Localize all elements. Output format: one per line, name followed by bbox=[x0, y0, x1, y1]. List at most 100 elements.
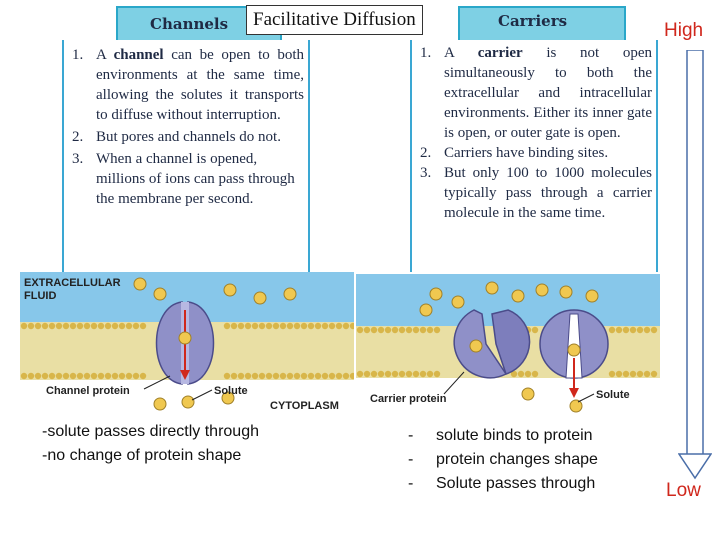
lipid-head bbox=[132, 322, 140, 330]
lipid-head bbox=[412, 370, 420, 378]
lipid-head bbox=[307, 322, 315, 330]
lipid-head bbox=[62, 322, 70, 330]
lipid-head bbox=[405, 326, 413, 334]
lipid-head bbox=[90, 372, 98, 380]
lipid-head bbox=[370, 326, 378, 334]
lipid-head bbox=[230, 372, 238, 380]
carrier-note-1: -solute binds to protein bbox=[408, 427, 593, 444]
carrier-notes: -solute binds to protein -protein change… bbox=[408, 424, 598, 496]
lipid-head bbox=[265, 322, 273, 330]
lipid-head bbox=[76, 372, 84, 380]
lipid-head bbox=[20, 372, 28, 380]
lipid-head bbox=[643, 370, 651, 378]
lipid-head bbox=[286, 372, 294, 380]
lipid-head bbox=[34, 322, 42, 330]
lipid-head bbox=[419, 326, 427, 334]
lipid-head bbox=[377, 370, 385, 378]
lipid-head bbox=[251, 372, 259, 380]
lipid-head bbox=[258, 322, 266, 330]
channel-note-1: -solute passes directly through bbox=[42, 423, 259, 440]
lipid-bilayer bbox=[20, 322, 354, 380]
gradient-arrow bbox=[678, 50, 712, 480]
lipid-head bbox=[104, 322, 112, 330]
lipid-head bbox=[139, 322, 147, 330]
carrier-protein-open-in bbox=[539, 309, 609, 398]
lipid-head bbox=[139, 372, 147, 380]
lipid-head bbox=[517, 370, 525, 378]
lipid-head bbox=[83, 322, 91, 330]
lipid-head bbox=[132, 372, 140, 380]
lipid-head bbox=[615, 326, 623, 334]
lipid-head bbox=[55, 372, 63, 380]
lipid-head bbox=[342, 322, 350, 330]
lipid-head bbox=[426, 370, 434, 378]
channels-panel: 1. A channel can be open to both environ… bbox=[62, 40, 310, 272]
lipid-head bbox=[356, 370, 364, 378]
lipid-head bbox=[62, 372, 70, 380]
lipid-head bbox=[244, 372, 252, 380]
lipid-head bbox=[629, 370, 637, 378]
lipid-head bbox=[433, 370, 441, 378]
lipid-head bbox=[251, 322, 259, 330]
lipid-head bbox=[20, 322, 28, 330]
lipid-head bbox=[125, 372, 133, 380]
channel-note-2: -no change of protein shape bbox=[42, 447, 242, 464]
lipid-head bbox=[223, 322, 231, 330]
carrier-solute-particles bbox=[419, 281, 599, 413]
channel-diagram: EXTRACELLULAR FLUID Channel protein Solu… bbox=[20, 272, 354, 416]
lipid-head bbox=[223, 372, 231, 380]
carriers-item-1: 1. A carrier is not open simultaneously … bbox=[420, 45, 652, 141]
lipid-head bbox=[363, 326, 371, 334]
lipid-head bbox=[265, 372, 273, 380]
channels-header-label: Channels bbox=[150, 15, 229, 33]
channels-item-3: 3. When a channel is opened, millions of… bbox=[72, 151, 295, 207]
lipid-head bbox=[349, 322, 354, 330]
lipid-head bbox=[69, 372, 77, 380]
lipid-head bbox=[27, 322, 35, 330]
lipid-head bbox=[286, 322, 294, 330]
carrier-note-3: -Solute passes through bbox=[408, 475, 596, 492]
lipid-head bbox=[97, 322, 105, 330]
lipid-head bbox=[363, 370, 371, 378]
lipid-head bbox=[405, 370, 413, 378]
lipid-head bbox=[97, 372, 105, 380]
carriers-item-2: 2. Carriers have binding sites. bbox=[420, 145, 609, 161]
channels-item-1: 1. A channel can be open to both environ… bbox=[72, 47, 304, 123]
lipid-head bbox=[279, 322, 287, 330]
lipid-head bbox=[398, 326, 406, 334]
lipid-head bbox=[55, 322, 63, 330]
lipid-head bbox=[622, 326, 630, 334]
lipid-head bbox=[41, 322, 49, 330]
carriers-item-3: 3. But only 100 to 1000 molecules typica… bbox=[420, 165, 652, 221]
solute-particles bbox=[133, 277, 297, 411]
gradient-low-label: Low bbox=[666, 480, 701, 501]
label-carrier-protein: Carrier protein bbox=[370, 393, 447, 405]
lipid-head bbox=[636, 370, 644, 378]
lipid-head bbox=[622, 370, 630, 378]
lipid-head bbox=[342, 372, 350, 380]
carrier-note-2: -protein changes shape bbox=[408, 451, 598, 468]
lipid-head bbox=[384, 370, 392, 378]
lipid-head bbox=[419, 370, 427, 378]
lipid-head bbox=[384, 326, 392, 334]
lipid-head bbox=[321, 322, 329, 330]
lipid-head bbox=[76, 322, 84, 330]
lipid-head bbox=[328, 322, 336, 330]
lipid-head bbox=[643, 326, 651, 334]
page-title: Facilitative Diffusion bbox=[246, 5, 423, 35]
carriers-header-label: Carriers bbox=[498, 12, 568, 30]
lipid-head bbox=[111, 322, 119, 330]
lipid-head bbox=[370, 370, 378, 378]
lipid-head bbox=[118, 322, 126, 330]
lipid-head bbox=[650, 326, 658, 334]
lipid-head bbox=[321, 372, 329, 380]
lipid-head bbox=[335, 372, 343, 380]
lipid-head bbox=[349, 372, 354, 380]
lipid-head bbox=[118, 372, 126, 380]
lipid-head bbox=[34, 372, 42, 380]
lipid-head bbox=[398, 370, 406, 378]
lipid-head bbox=[314, 372, 322, 380]
lipid-head bbox=[300, 322, 308, 330]
lipid-head bbox=[531, 326, 539, 334]
label-channel-solute: Solute bbox=[214, 385, 248, 397]
